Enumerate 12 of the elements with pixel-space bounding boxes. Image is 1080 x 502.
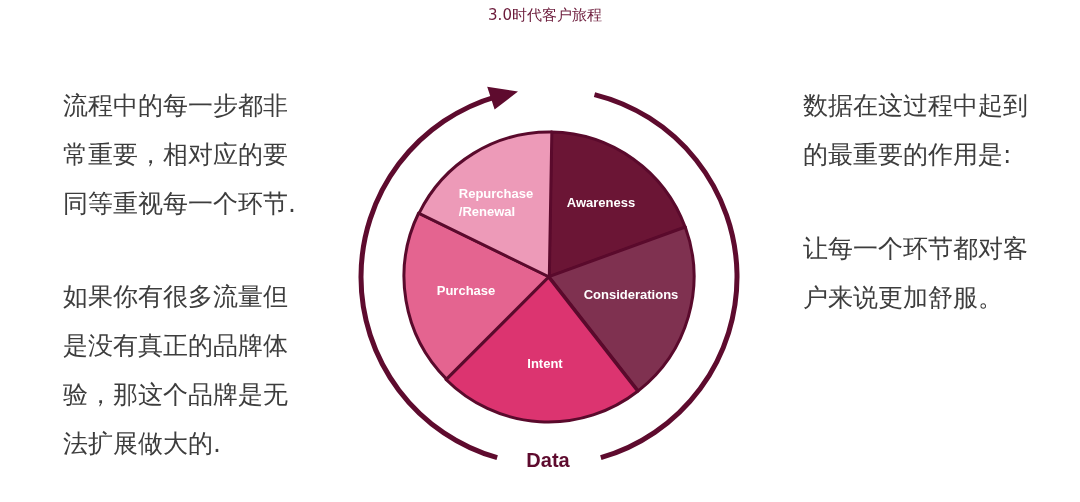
slice-label: Considerations <box>583 286 679 304</box>
ring-label: Data <box>526 449 570 471</box>
paragraph: 如果你有很多流量但是没有真正的品牌体验，那这个品牌是无法扩展做大的. <box>63 281 289 460</box>
slice-label: Purchase <box>436 282 496 300</box>
slice-label: Awareness <box>566 194 636 212</box>
pie-slice <box>416 130 554 279</box>
paragraph: 流程中的每一步都非常重要，相对应的要同等重视每一个环节. <box>63 90 297 220</box>
paragraph: 让每一个环节都对客户来说更加舒服。 <box>803 233 1029 314</box>
paragraph: 数据在这过程中起到的最重要的作用是: <box>803 90 1029 171</box>
slice-label: Intent <box>527 355 563 373</box>
title: 3.0时代客户旅程 <box>488 6 602 24</box>
slice-label: Repurchase /Renewal <box>458 185 534 221</box>
